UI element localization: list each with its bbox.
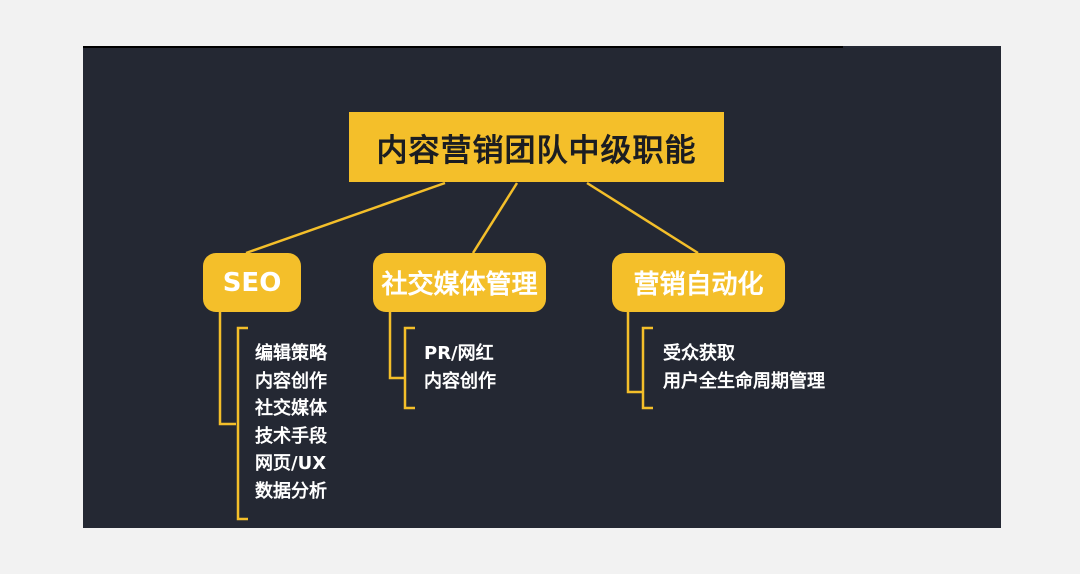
node-social-media-management: 社交媒体管理 bbox=[373, 253, 546, 312]
social-bracket bbox=[403, 326, 415, 410]
list-item: 受众获取 bbox=[663, 343, 735, 364]
list-item: 内容创作 bbox=[255, 370, 327, 392]
list-item: 内容创作 bbox=[424, 370, 496, 392]
root-node-title: 内容营销团队中级职能 bbox=[349, 112, 724, 182]
list-item: 编辑策略 bbox=[255, 343, 327, 364]
seo-bracket bbox=[236, 326, 248, 521]
connector-title-social bbox=[471, 182, 519, 254]
connector-title-seo bbox=[245, 181, 446, 255]
panel-top-border bbox=[83, 46, 843, 48]
connector-title-automation bbox=[586, 181, 699, 255]
list-item: 社交媒体 bbox=[255, 398, 327, 419]
social-item-list: PR/网红 内容创作 bbox=[424, 340, 496, 395]
list-item: PR/网红 bbox=[424, 343, 494, 364]
automation-stem bbox=[626, 312, 643, 394]
social-stem bbox=[388, 312, 405, 380]
automation-bracket bbox=[641, 326, 653, 410]
list-item: 网页/UX bbox=[255, 453, 327, 474]
list-item: 数据分析 bbox=[255, 480, 327, 502]
seo-stem bbox=[218, 312, 236, 426]
seo-item-list: 编辑策略 内容创作 社交媒体 技术手段 网页/UX 数据分析 bbox=[255, 340, 327, 505]
automation-item-list: 受众获取 用户全生命周期管理 bbox=[663, 340, 825, 395]
list-item: 用户全生命周期管理 bbox=[663, 370, 825, 392]
node-seo: SEO bbox=[203, 253, 301, 312]
node-marketing-automation: 营销自动化 bbox=[612, 253, 785, 312]
list-item: 技术手段 bbox=[255, 425, 327, 447]
